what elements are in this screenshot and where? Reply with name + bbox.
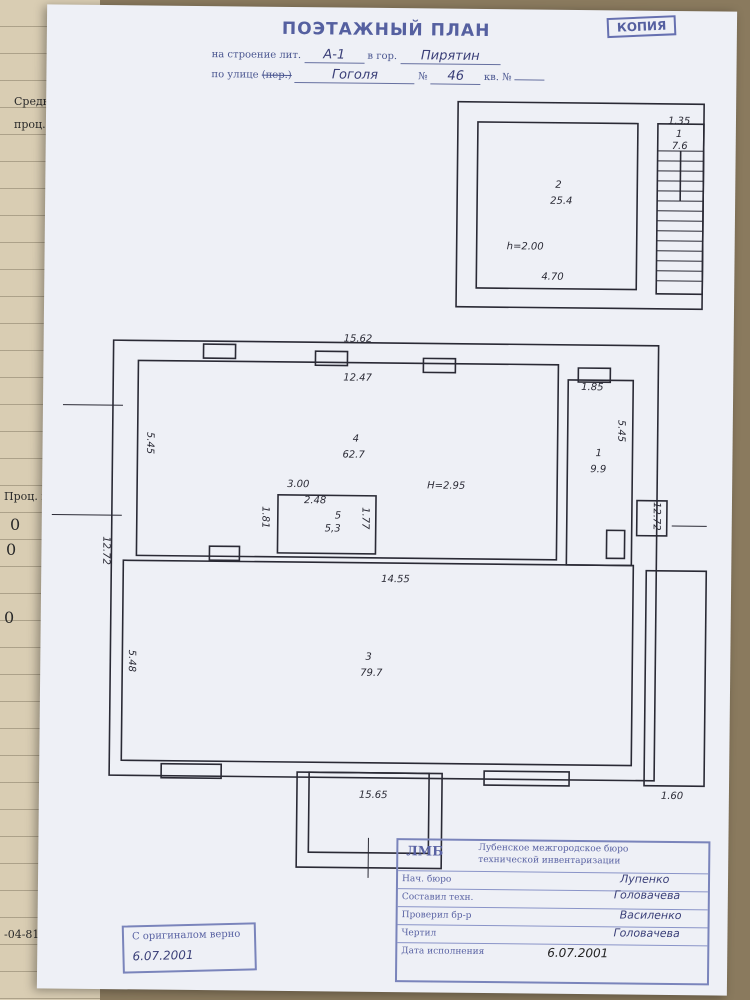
cellar-stair: [655, 123, 705, 296]
window: [160, 762, 223, 780]
room-5-wall: [276, 494, 377, 555]
stair-width: 1.35: [667, 115, 691, 128]
dim-room5-outer: 3.00: [287, 478, 310, 491]
bg-footer: -04-81: [4, 928, 40, 941]
name-4: Головачева: [613, 926, 680, 941]
house-outer-wall: [108, 339, 660, 782]
dim-room5-inner: 2.48: [303, 495, 327, 507]
window: [202, 343, 237, 360]
room-3-id: 3: [365, 651, 372, 663]
dim-left-total: 12.72: [100, 536, 112, 565]
bg-mark: 0: [6, 540, 17, 559]
dim-right-outside: 12.72: [650, 501, 662, 531]
room-3-wall: [120, 559, 635, 767]
dim-bottom: 15.65: [358, 789, 388, 802]
stair-arrow: [679, 151, 682, 202]
cellar-outer-wall: [455, 100, 705, 311]
name-3: Василенко: [619, 908, 682, 923]
room-4-height: H=2.95: [427, 480, 466, 492]
floor-plan-drawing: [51, 100, 708, 878]
dim-mid-width: 14.55: [381, 573, 410, 586]
room-5-area: 5,3: [324, 523, 341, 535]
certified-text: С оригиналом верно: [131, 928, 241, 943]
bg-mark: 0: [4, 608, 15, 627]
floor-plan-sheet: ПОЭТАЖНЫЙ ПЛАН КОПИЯ на строение лит. А-…: [36, 4, 738, 996]
room-2-height: h=2.00: [506, 241, 544, 253]
cellar-inner-wall: [475, 121, 639, 291]
dim-corner: 1.60: [660, 790, 684, 803]
room-1-id: 1: [595, 448, 602, 460]
bureau-name-1: Лубенское межгородское бюро: [478, 842, 629, 855]
window: [483, 770, 570, 787]
window: [422, 357, 457, 374]
side-door: [635, 499, 668, 537]
dim-right-h: 5.45: [615, 419, 627, 443]
certified-copy-stamp: С оригиналом верно 6.07.2001: [121, 922, 257, 974]
door: [208, 545, 241, 562]
room-2-area: 25.4: [550, 195, 573, 207]
dim-room5-left: 1.81: [259, 506, 271, 529]
window: [314, 350, 349, 367]
dim-left-lower: 5.48: [125, 649, 138, 673]
room-3-area: 79.7: [360, 667, 383, 679]
dim-top-outer: 15.62: [343, 333, 373, 345]
name-1: Лупенко: [619, 872, 670, 886]
title-block-stamp: ЛМБ Лубенское межгородское бюро техничес…: [394, 838, 711, 986]
room-2-id: 2: [555, 179, 562, 191]
room-5-id: 5: [334, 510, 342, 522]
stair-steps: [656, 150, 704, 282]
execution-date: 6.07.2001: [547, 945, 609, 961]
room-4-area: 62.7: [342, 449, 365, 461]
name-2: Головачева: [613, 888, 681, 903]
certified-date: 6.07.2001: [132, 947, 194, 964]
stove: [605, 529, 626, 560]
room-1-area: 9.9: [590, 464, 607, 476]
stair-id: 1: [675, 129, 683, 141]
dim-left-upper: 5.45: [144, 431, 156, 455]
side-extension: [643, 569, 708, 788]
dim-right-small: 1.85: [581, 382, 604, 394]
bg-mark: 0: [10, 515, 21, 534]
bureau-logo: ЛМБ: [406, 844, 444, 860]
room-4-wall: [135, 359, 560, 561]
bureau-name-2: технической инвентаризации: [478, 854, 621, 867]
cellar-width: 4.70: [541, 271, 564, 283]
dim-top-inner: 12.47: [343, 372, 372, 384]
stair-area: 7.6: [671, 140, 688, 153]
room-4-id: 4: [352, 433, 360, 445]
dim-room5-right: 1.77: [359, 507, 371, 530]
window: [577, 367, 612, 384]
